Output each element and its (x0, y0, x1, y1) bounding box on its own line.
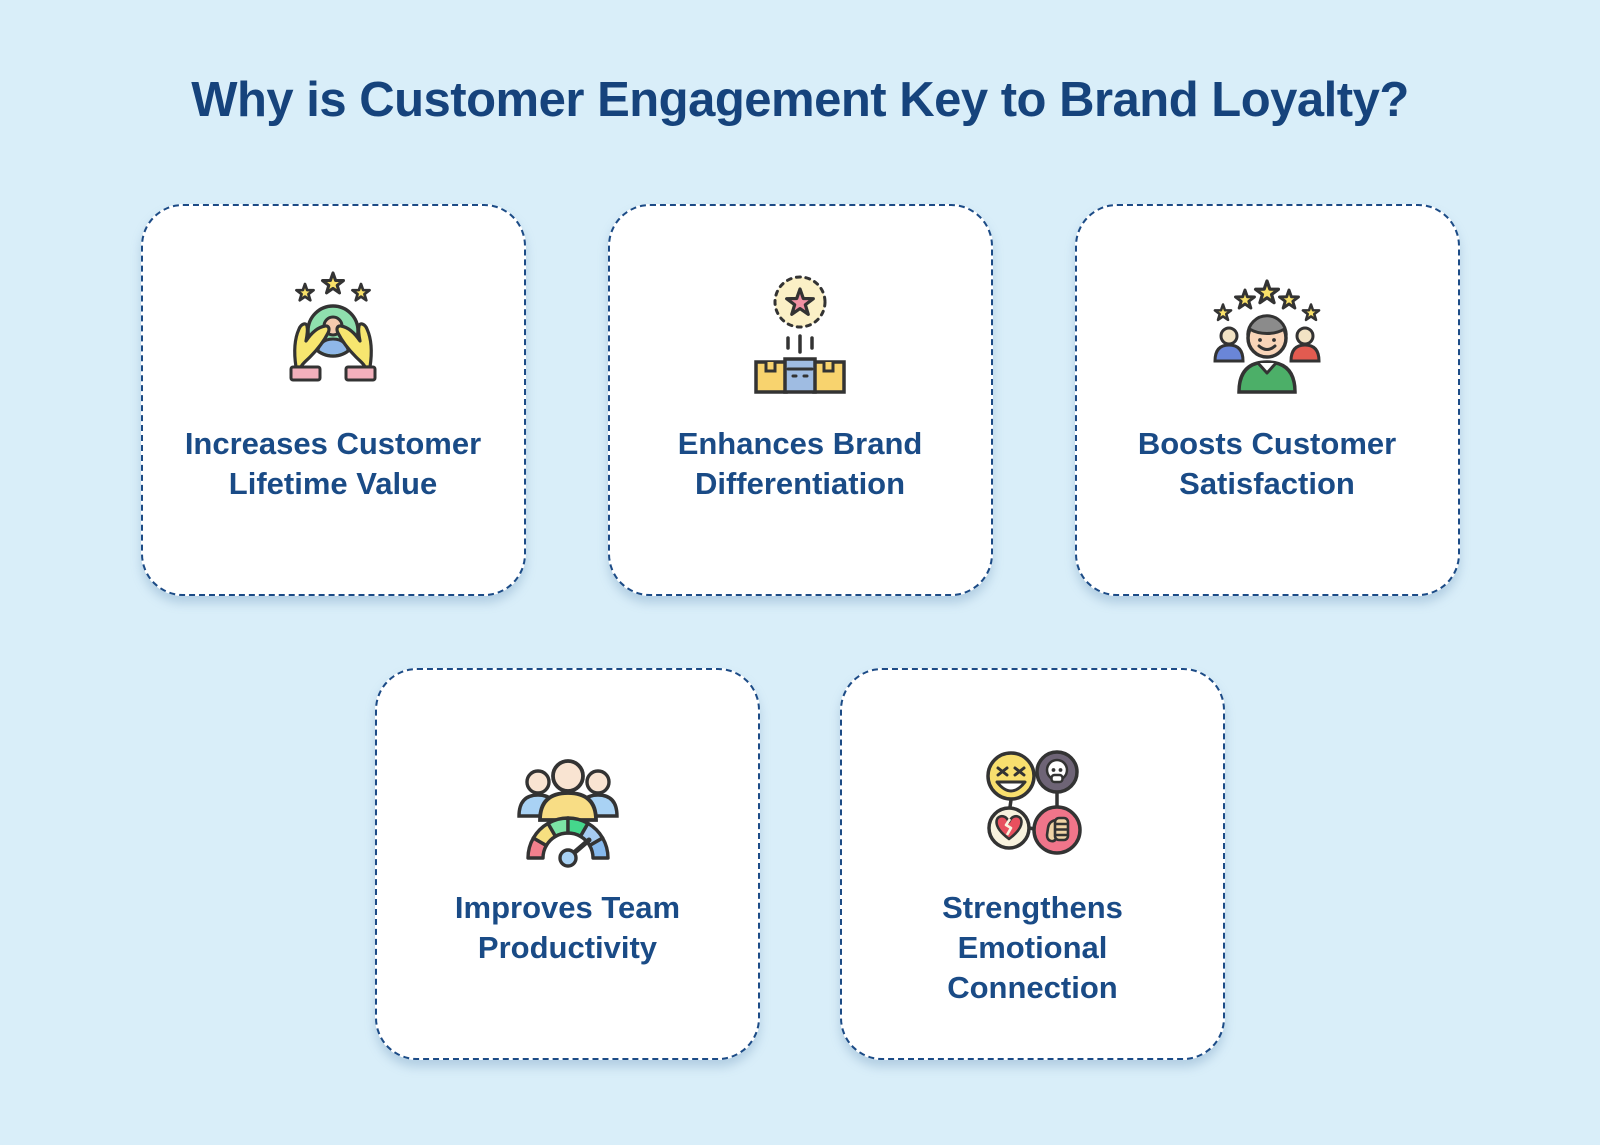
card-label-line: Connection (947, 970, 1118, 1005)
card-increases-customer-lifetime-value: Increases Customer Lifetime Value (140, 204, 526, 596)
card-label-line: Strengthens (942, 890, 1123, 925)
cards-row-1: Increases Customer Lifetime Value (0, 204, 1600, 596)
card-label-line: Productivity (477, 930, 658, 965)
card-label: Strengthens Emotional Connection (942, 888, 1123, 1008)
card-label: Increases Customer Lifetime Value (185, 424, 481, 504)
page-title: Why is Customer Engagement Key to Brand … (191, 73, 1409, 127)
card-label-line: Satisfaction (1179, 466, 1355, 501)
card-label-line: Differentiation (694, 466, 906, 501)
card-improves-team-productivity: Improves Team Productivity (375, 668, 760, 1060)
card-label-line: Lifetime Value (228, 466, 438, 501)
hands-holding-customer-icon (263, 268, 403, 408)
card-boosts-customer-satisfaction: Boosts Customer Satisfaction (1074, 204, 1460, 596)
card-label-line: Improves Team (454, 890, 681, 925)
team-speedometer-icon (498, 732, 638, 872)
card-label-line: Increases Customer (184, 426, 482, 461)
card-enhances-brand-differentiation: Enhances Brand Differentiation (607, 204, 993, 596)
cards-row-2: Improves Team Productivity (0, 668, 1600, 1060)
card-strengthens-emotional-connection: Strengthens Emotional Connection (840, 668, 1225, 1060)
card-label-line: Emotional (957, 930, 1108, 965)
star-badge-boxes-icon (730, 268, 870, 408)
card-label-line: Boosts Customer (1137, 426, 1397, 461)
card-label: Improves Team Productivity (455, 888, 680, 968)
emotion-faces-icon (963, 732, 1103, 872)
card-label: Enhances Brand Differentiation (678, 424, 923, 504)
card-label-line: Enhances Brand (677, 426, 923, 461)
card-label: Boosts Customer Satisfaction (1138, 424, 1396, 504)
customer-five-stars-icon (1197, 268, 1337, 408)
